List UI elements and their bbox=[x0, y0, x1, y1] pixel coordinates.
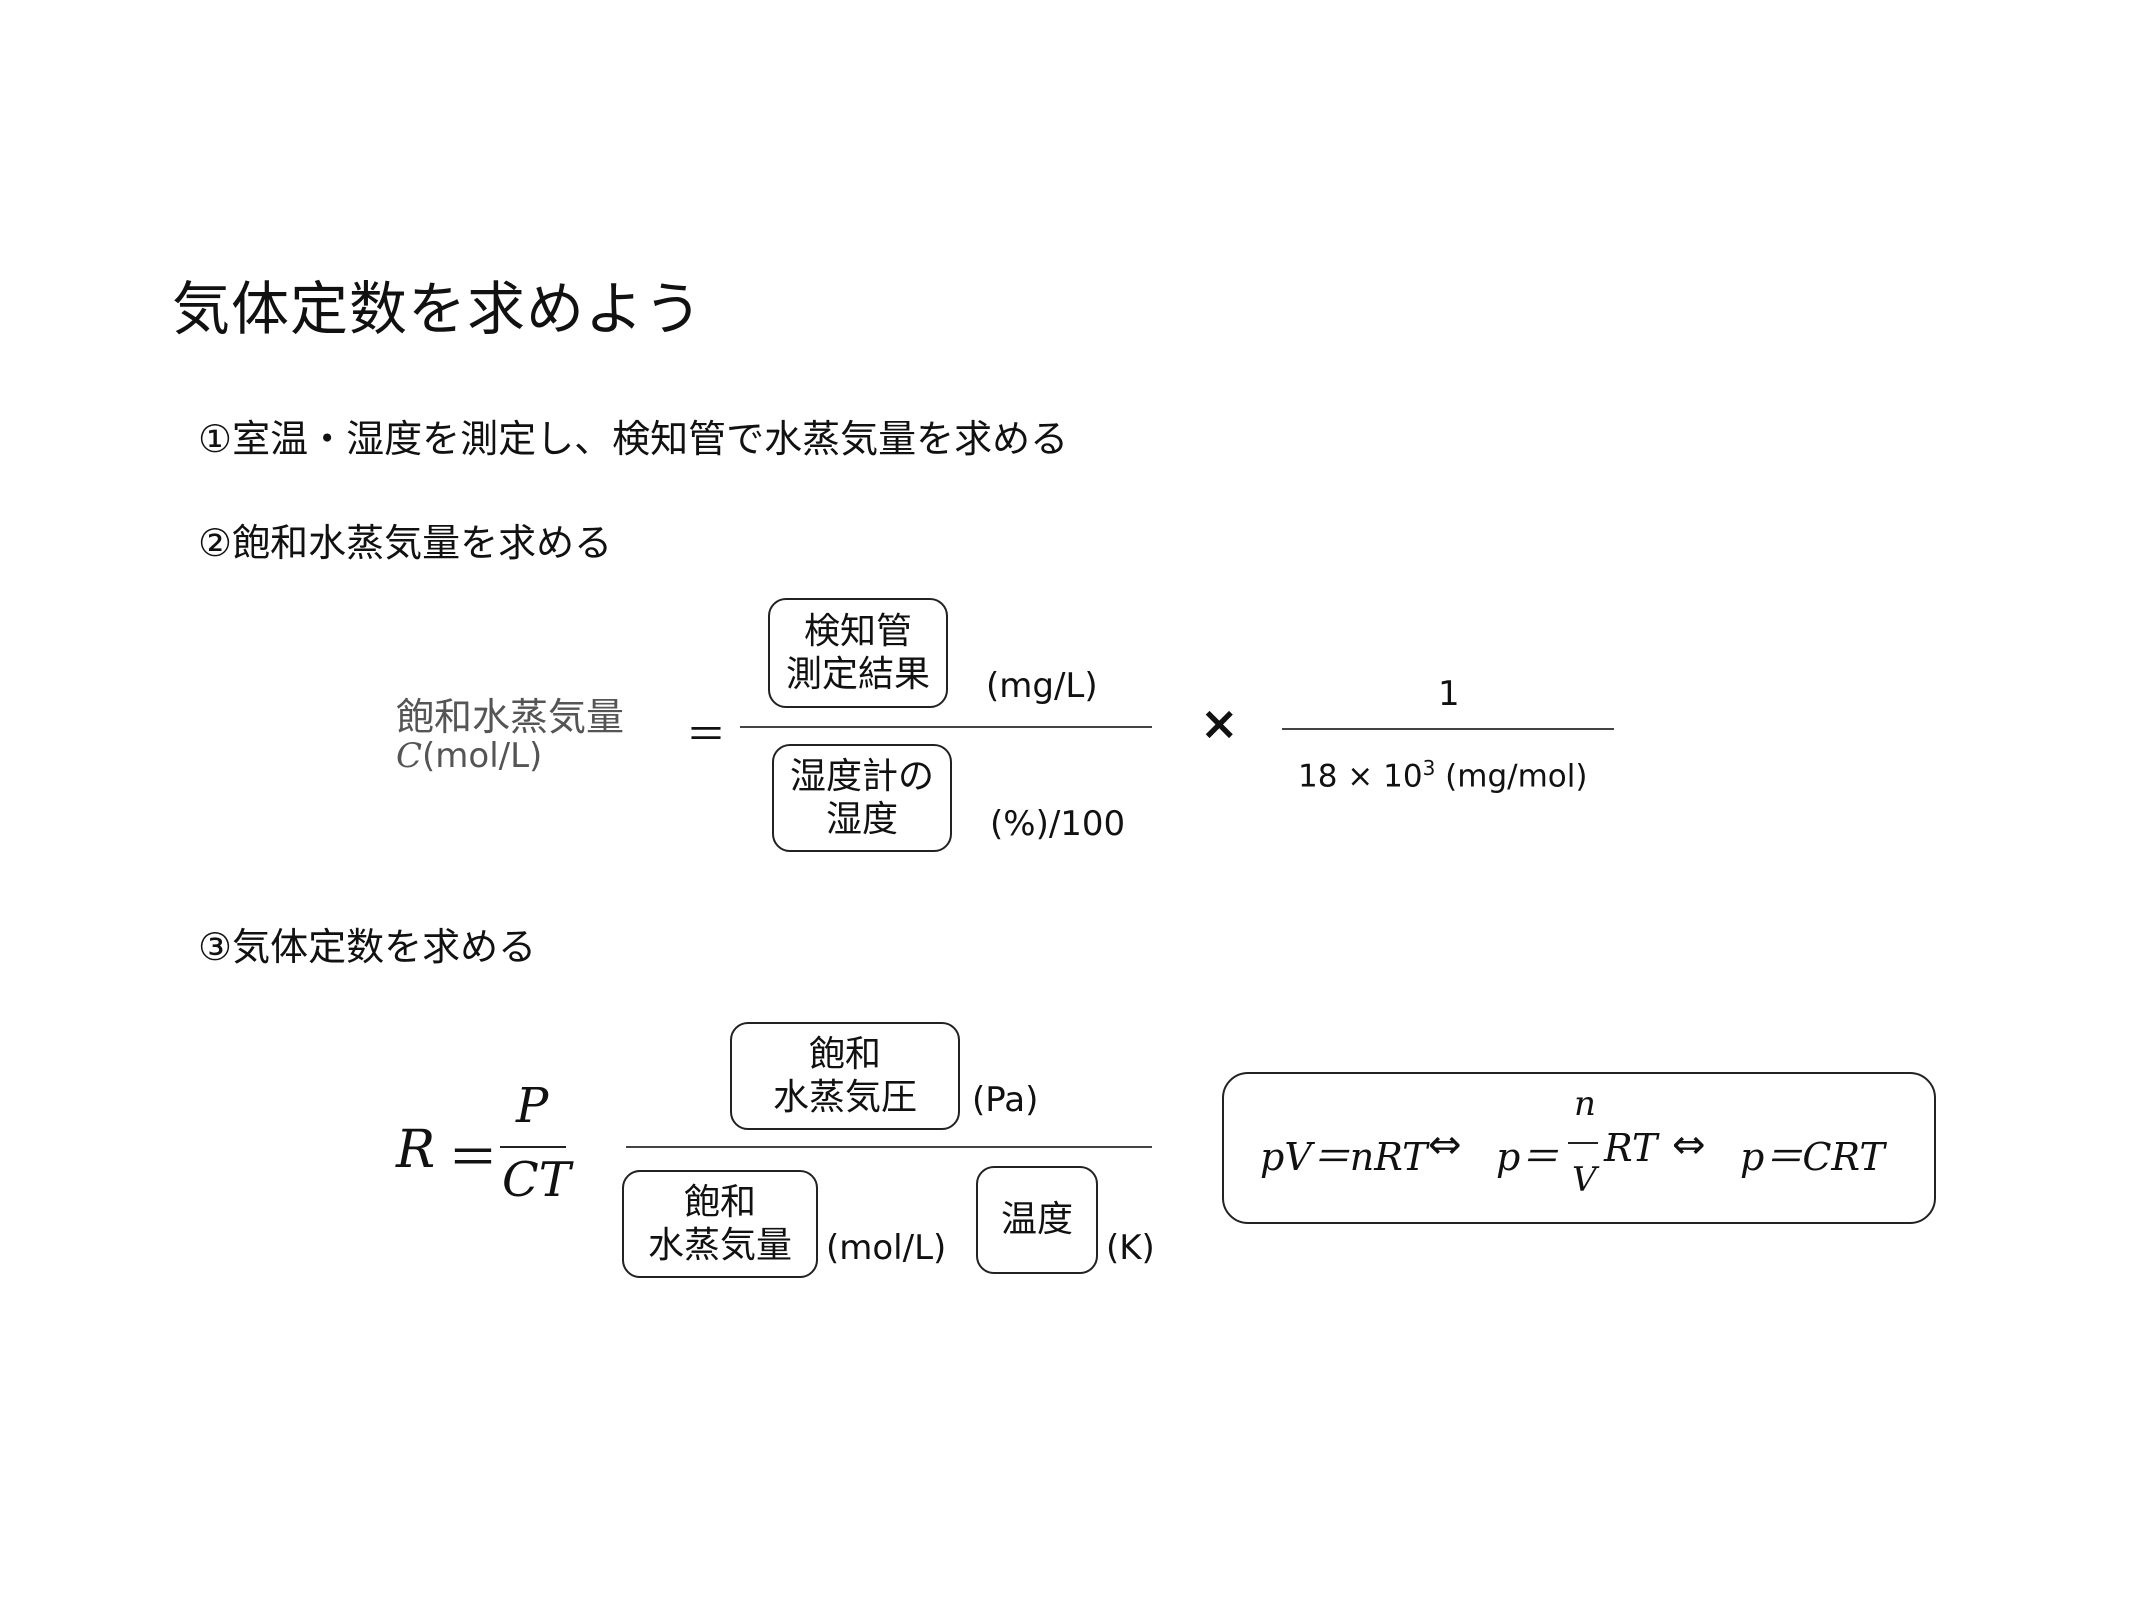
box-line: 飽和 bbox=[683, 1181, 756, 1223]
gas-law-part1: pV＝nRT bbox=[1260, 1135, 1428, 1179]
gas-law-frac-numerator: n bbox=[1574, 1084, 1596, 1124]
frac-line bbox=[500, 1146, 566, 1148]
box-line: 水蒸気量 bbox=[647, 1225, 792, 1266]
hygrometer-box: 湿度計の 湿度 bbox=[772, 744, 952, 852]
denominator-unit-2: (K) bbox=[1106, 1228, 1155, 1268]
box-line: 検知管 bbox=[803, 610, 912, 652]
frac-denominator-ct: CT bbox=[502, 1152, 571, 1208]
numerator-unit: (mg/L) bbox=[986, 666, 1098, 706]
gas-law-part3: p＝CRT bbox=[1740, 1135, 1885, 1179]
denominator-unit-1: (mol/L) bbox=[826, 1228, 947, 1268]
box-line: 水蒸気圧 bbox=[772, 1077, 917, 1118]
fraction2-line bbox=[1282, 728, 1614, 730]
equals-sign: ＝ bbox=[686, 712, 726, 758]
detector-tube-box: 検知管 測定結果 bbox=[768, 598, 948, 708]
box-line: 飽和 bbox=[808, 1033, 881, 1075]
box-line: 測定結果 bbox=[785, 654, 930, 695]
lhs-label: 飽和水蒸気量 bbox=[396, 695, 625, 739]
double-arrow-icon: ⇔ bbox=[1672, 1122, 1706, 1168]
gas-law-rt: RT bbox=[1604, 1126, 1658, 1170]
gas-law-frac-denominator: V bbox=[1572, 1160, 1597, 1200]
box-line: 湿度計の bbox=[789, 755, 934, 797]
fraction2-denominator: 18 × 103 (mg/mol) bbox=[1298, 756, 1587, 794]
equals-sign: ＝ bbox=[448, 1129, 498, 1187]
numerator-unit: (Pa) bbox=[972, 1080, 1039, 1120]
ideal-gas-law-box: pV＝nRT ⇔ p＝ n V RT ⇔ p＝CRT bbox=[1222, 1072, 1936, 1224]
step-3: ③気体定数を求める bbox=[198, 925, 537, 969]
step-1: ①室温・湿度を測定し、検知管で水蒸気量を求める bbox=[198, 417, 1069, 461]
saturated-vapor-amount-box: 飽和 水蒸気量 bbox=[622, 1170, 818, 1278]
box-line: 湿度 bbox=[825, 799, 898, 840]
gas-law-frac-line bbox=[1568, 1142, 1598, 1144]
times-sign: × bbox=[1200, 696, 1239, 750]
lhs-var-c: C bbox=[396, 736, 423, 776]
lhs-r: R bbox=[396, 1120, 436, 1180]
box-line: 温度 bbox=[1000, 1199, 1073, 1241]
den-exponent: 3 bbox=[1422, 756, 1436, 780]
den-base: 18 × 10 bbox=[1298, 758, 1423, 795]
saturated-vapor-pressure-box: 飽和 水蒸気圧 bbox=[730, 1022, 960, 1130]
fraction-line bbox=[626, 1146, 1152, 1148]
temperature-box: 温度 bbox=[976, 1166, 1098, 1274]
fraction-line bbox=[740, 726, 1152, 728]
lhs-unit: (mol/L) bbox=[422, 736, 543, 776]
double-arrow-icon: ⇔ bbox=[1428, 1122, 1462, 1168]
step-2: ②飽和水蒸気量を求める bbox=[198, 521, 613, 565]
gas-law-p-eq: p＝ bbox=[1496, 1135, 1559, 1179]
lhs-variable: C(mol/L) bbox=[396, 736, 542, 776]
page-title: 気体定数を求めよう bbox=[172, 275, 704, 343]
denominator-unit: (%)/100 bbox=[990, 804, 1126, 844]
frac-numerator-p: P bbox=[516, 1078, 549, 1134]
den-unit: (mg/mol) bbox=[1435, 758, 1588, 795]
fraction2-numerator: 1 bbox=[1438, 674, 1460, 714]
